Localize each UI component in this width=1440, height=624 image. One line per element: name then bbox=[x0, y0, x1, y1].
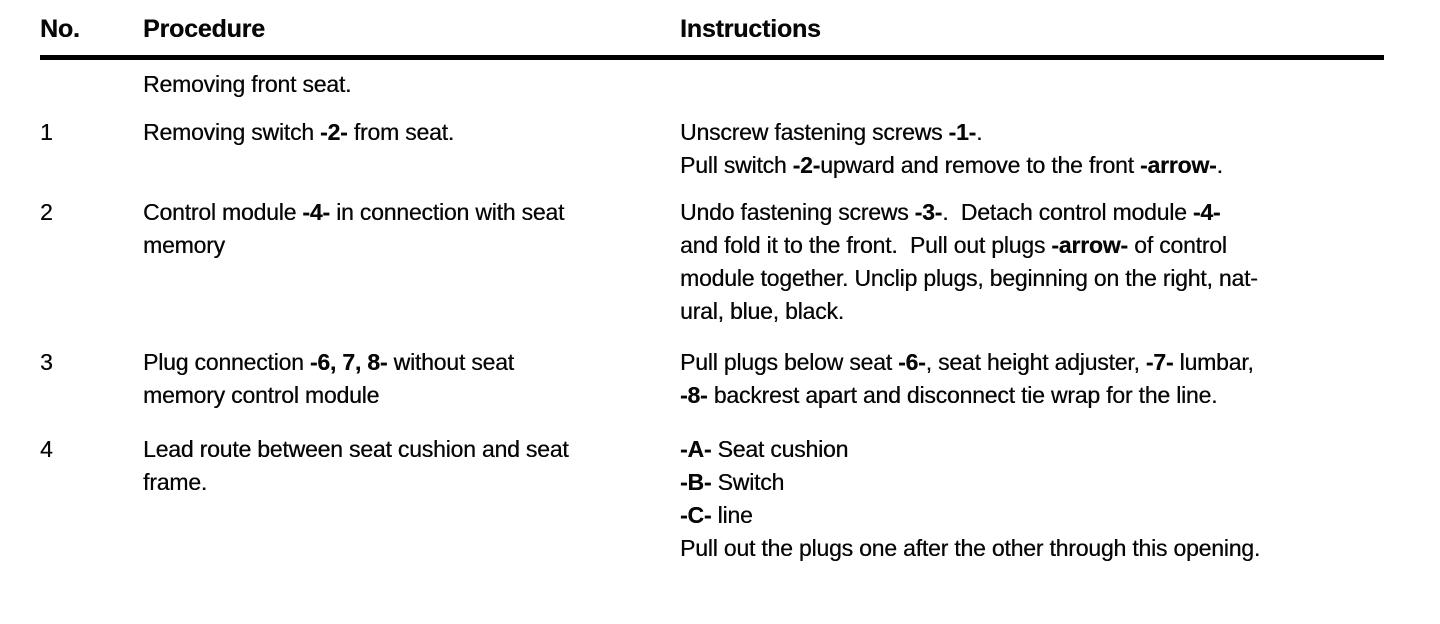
table-row: 2 Control module -4- in connection with s… bbox=[40, 196, 1384, 328]
cell-instructions: Undo fastening screws -3-. Detach contro… bbox=[680, 196, 1384, 328]
text-line: Pull plugs below seat -6-, seat height a… bbox=[680, 349, 1254, 375]
table-row: Removing front seat. bbox=[40, 68, 1384, 101]
text-line: frame. bbox=[143, 469, 207, 495]
cell-no: 4 bbox=[40, 433, 143, 565]
column-header-procedure: Procedure bbox=[143, 15, 265, 43]
cell-instructions: Pull plugs below seat -6-, seat height a… bbox=[680, 346, 1384, 412]
text-line: 3 bbox=[40, 349, 53, 375]
table-row: 1 Removing switch -2- from seat. Unscrew f… bbox=[40, 116, 1384, 182]
text-line: memory bbox=[143, 232, 225, 258]
text-line: 4 bbox=[40, 436, 53, 462]
text-line: Removing switch -2- from seat. bbox=[143, 119, 454, 145]
text-line: Removing front seat. bbox=[143, 71, 352, 97]
text-line: ural, blue, black. bbox=[680, 298, 844, 324]
cell-procedure: Lead route between seat cushion and seat… bbox=[143, 433, 680, 565]
text-line: 1 bbox=[40, 119, 53, 145]
table-header-row: No. Procedure Instructions bbox=[40, 0, 1384, 60]
text-line: 2 bbox=[40, 199, 53, 225]
text-line: Pull switch -2-upward and remove to the … bbox=[680, 152, 1223, 178]
text-line: Plug connection -6, 7, 8- without seat bbox=[143, 349, 514, 375]
cell-procedure: Removing switch -2- from seat. bbox=[143, 116, 680, 182]
cell-procedure: Removing front seat. bbox=[143, 68, 680, 101]
cell-no: 2 bbox=[40, 196, 143, 328]
text-line: -B- Switch bbox=[680, 469, 785, 495]
cell-instructions bbox=[680, 68, 1384, 101]
table-row: 3 Plug connection -6, 7, 8- without seat m… bbox=[40, 346, 1384, 412]
text-line: Lead route between seat cushion and seat bbox=[143, 436, 569, 462]
text-line: Undo fastening screws -3-. Detach contro… bbox=[680, 199, 1221, 225]
cell-no: 3 bbox=[40, 346, 143, 412]
text-line: Control module -4- in connection with se… bbox=[143, 199, 565, 225]
column-header-no: No. bbox=[40, 15, 80, 43]
text-line: and fold it to the front. Pull out plugs… bbox=[680, 232, 1227, 258]
text-line: -8- backrest apart and disconnect tie wr… bbox=[680, 382, 1218, 408]
text-line: module together. Unclip plugs, beginning… bbox=[680, 265, 1258, 291]
cell-no bbox=[40, 68, 143, 101]
cell-procedure: Control module -4- in connection with se… bbox=[143, 196, 680, 328]
table-row: 4 Lead route between seat cushion and sea… bbox=[40, 433, 1384, 565]
text-line: Unscrew fastening screws -1-. bbox=[680, 119, 983, 145]
cell-procedure: Plug connection -6, 7, 8- without seat me… bbox=[143, 346, 680, 412]
text-line: -A- Seat cushion bbox=[680, 436, 849, 462]
text-line: Pull out the plugs one after the other t… bbox=[680, 535, 1261, 561]
cell-no: 1 bbox=[40, 116, 143, 182]
column-header-instructions: Instructions bbox=[680, 15, 821, 43]
text-line: -C- line bbox=[680, 502, 753, 528]
procedure-table: No. Procedure Instructions Removing fron… bbox=[40, 0, 1384, 565]
text-line: memory control module bbox=[143, 382, 380, 408]
cell-instructions: Unscrew fastening screws -1-. Pull switch… bbox=[680, 116, 1384, 182]
table-body: Removing front seat. 1 Removing switch -2-… bbox=[40, 68, 1384, 565]
